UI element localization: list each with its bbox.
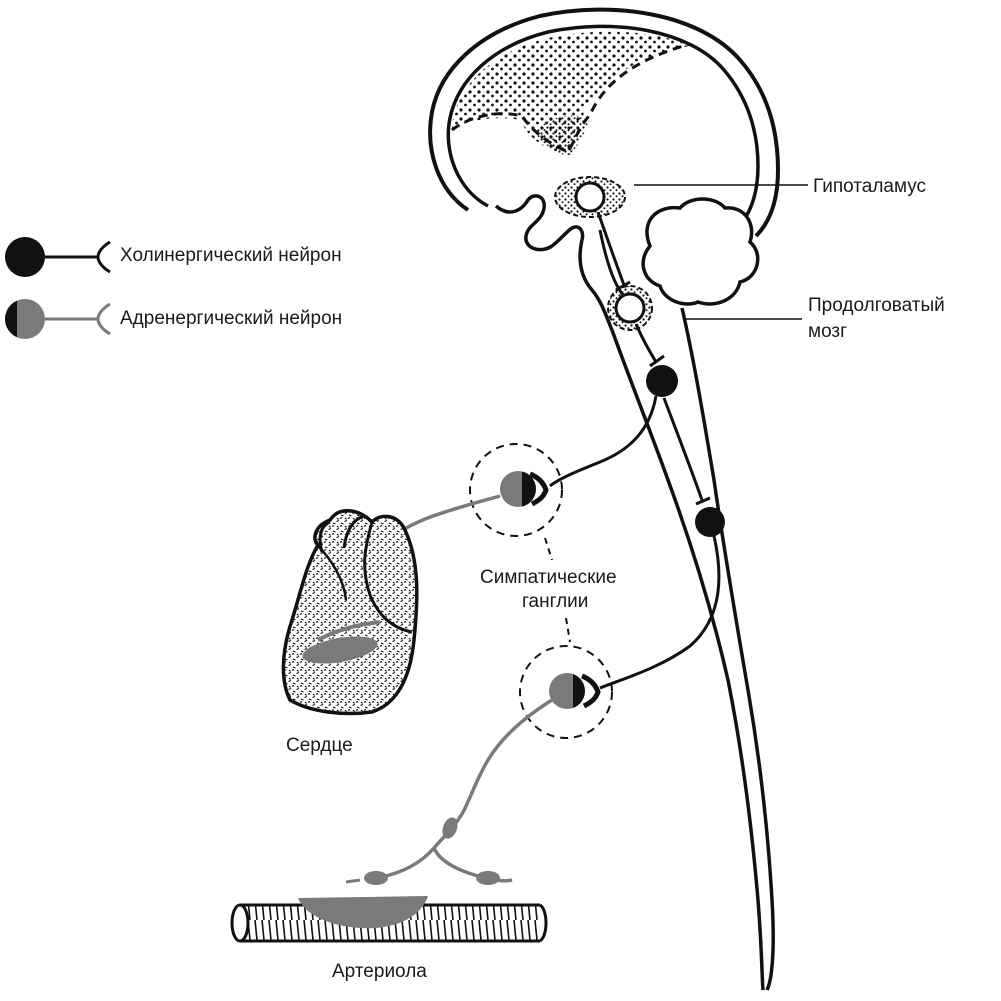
medulla-label-line1: Продолговатый	[808, 294, 945, 318]
heart-label: Сердце	[286, 734, 353, 758]
ganglia-label-line1: Симпатические	[480, 566, 617, 590]
legend-adrenergic-label: Адренергический нейрон	[120, 307, 342, 331]
spinal-cord	[600, 230, 773, 990]
preganglionic-neuron-lower	[582, 507, 725, 706]
brain	[430, 10, 778, 330]
spinal-cord-left-edge	[612, 330, 763, 990]
hypothalamus-label: Гипоталамус	[813, 175, 926, 199]
legend-cholinergic-symbol	[5, 237, 110, 277]
varicosity	[476, 871, 500, 885]
arteriole-label: Артериола	[332, 960, 427, 984]
hypothalamus-nucleus	[555, 177, 625, 217]
arteriole	[232, 896, 546, 941]
preganglionic-neuron-upper	[530, 365, 678, 504]
postganglionic-fiber-arteriole	[376, 700, 552, 878]
cerebellum	[643, 199, 758, 304]
medulla-nucleus	[608, 286, 652, 330]
medulla-label-line2: мозг	[808, 320, 847, 344]
brainstem-left-edge	[580, 240, 612, 330]
ganglia-label-line2: ганглии	[522, 590, 588, 614]
legend-adrenergic-symbol	[4, 298, 110, 342]
legend-cholinergic-label: Холинергический нейрон	[120, 244, 342, 268]
heart	[283, 511, 416, 714]
spinal-cord-right-edge	[682, 308, 773, 990]
heart-outline	[283, 511, 416, 714]
varicosity	[364, 871, 388, 885]
